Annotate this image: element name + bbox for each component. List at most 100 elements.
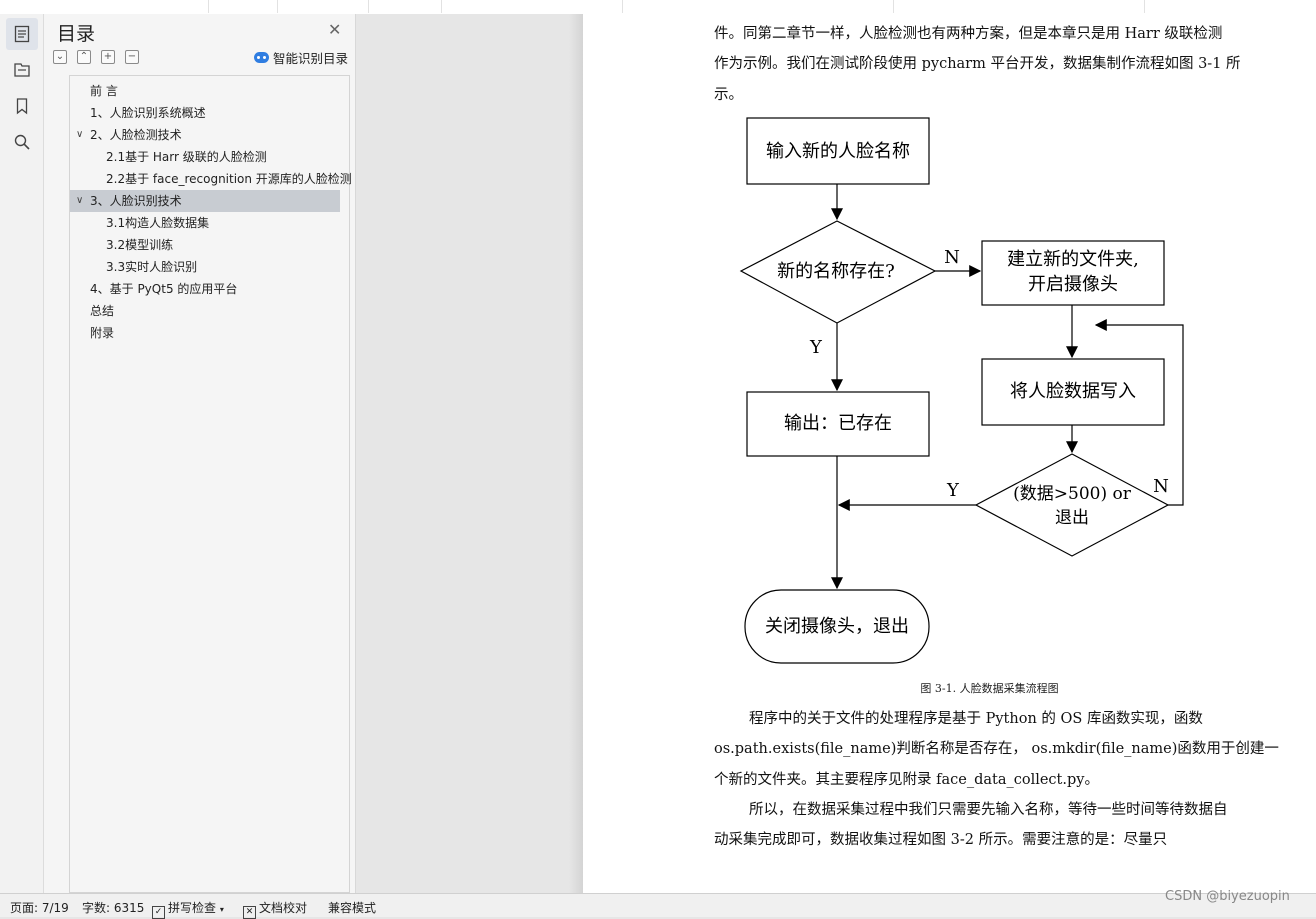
spell-check-label: 拼写检查: [168, 901, 217, 915]
toc-item[interactable]: 2.2基于 face_recognition 开源库的人脸检测: [70, 168, 352, 190]
toc-item-label: 3.1构造人脸数据集: [106, 216, 210, 230]
canvas-gap: [356, 14, 581, 893]
flowchart: 输入新的人脸名称 新的名称存在? 建立新的文件夹, 开启摄像头 将人脸数据写入 …: [739, 117, 1184, 664]
smart-toc-button[interactable]: 智能识别目录: [254, 48, 348, 67]
flow-label-y: Y: [946, 480, 960, 501]
flow-create-text: 建立新的文件夹,: [1007, 249, 1139, 270]
toc-item[interactable]: 总结: [70, 300, 340, 322]
toc-item[interactable]: 附录: [70, 322, 340, 344]
toc-item-label: 4、基于 PyQt5 的应用平台: [90, 282, 238, 296]
paragraph-line: 程序中的关于文件的处理程序是基于 Python 的 OS 库函数实现，函数: [749, 711, 1203, 727]
bookmark-icon: [16, 98, 28, 115]
remove-heading-button[interactable]: −: [125, 50, 139, 64]
figure-caption: 图 3-1. 人脸数据采集流程图: [920, 682, 1059, 695]
toc-toolbar: ⌄ ⌃ + −: [53, 50, 139, 64]
status-bar: 页面: 7/19 字数: 6315 ✓拼写检查 ▾ ✕文档校对 兼容模式: [0, 893, 1316, 919]
flow-write-text: 将人脸数据写入: [1010, 381, 1136, 402]
document-page[interactable]: 件。同第二章节一样，人脸检测也有两种方案，但是本章只是用 Harr 级联检测 作…: [583, 14, 1316, 893]
proofread-label: 文档校对: [259, 901, 308, 915]
search-icon: [14, 134, 30, 150]
flow-end-box: [744, 589, 930, 664]
paragraph-line: 动采集完成即可，数据收集过程如图 3-2 所示。需要注意的是：尽量只: [714, 832, 1168, 848]
left-icon-bar: [0, 14, 44, 893]
toc-item[interactable]: 前 言: [70, 80, 340, 102]
flow-decision-data: [974, 453, 1170, 557]
toc-title: 目录: [57, 23, 96, 45]
flow-decision2-text: 退出: [1055, 508, 1089, 528]
watermark: CSDN @biyezuopin: [1165, 889, 1290, 904]
toc-item[interactable]: 3.1构造人脸数据集: [70, 212, 340, 234]
ruler-segment: [278, 0, 369, 13]
paragraph-line: 个新的文件夹。其主要程序见附录 face_data_collect.py。: [714, 772, 1099, 788]
flow-input-box: [746, 117, 930, 185]
toc-item[interactable]: 4、基于 PyQt5 的应用平台: [70, 278, 340, 300]
page-shadow: [569, 14, 583, 893]
toc-panel-button[interactable]: [6, 18, 38, 50]
bookmark-button[interactable]: [6, 90, 38, 122]
paragraph-line: 件。同第二章节一样，人脸检测也有两种方案，但是本章只是用 Harr 级联检测: [714, 26, 1223, 42]
proofread-button[interactable]: ✕文档校对: [243, 899, 307, 919]
flow-create-text: 开启摄像头: [1028, 274, 1118, 295]
toc-item[interactable]: 2.1基于 Harr 级联的人脸检测: [70, 146, 340, 168]
toc-item-label: 1、人脸识别系统概述: [90, 106, 206, 120]
paragraph-line: 作为示例。我们在测试阶段使用 pycharm 平台开发，数据集制作流程如图 3-…: [714, 56, 1241, 72]
ruler-segment: [369, 0, 442, 13]
toc-item-label: 2.2基于 face_recognition 开源库的人脸检测: [106, 172, 352, 186]
ruler-segment: [623, 0, 894, 13]
checkbox-icon: ✓: [152, 906, 165, 919]
flow-label-n: N: [944, 247, 960, 268]
toc-item-label: 2.1基于 Harr 级联的人脸检测: [106, 150, 267, 164]
toc-item-label: 附录: [90, 326, 115, 340]
flow-input-text: 输入新的人脸名称: [766, 141, 910, 162]
paragraph-line: 示。: [714, 87, 743, 103]
top-ruler-strip: [0, 0, 1316, 15]
toc-item[interactable]: 3.2模型训练: [70, 234, 340, 256]
ruler-segment: [209, 0, 278, 13]
flow-decision2-text: (数据>500) or: [1013, 484, 1132, 504]
add-heading-button[interactable]: +: [101, 50, 115, 64]
flow-decision1-text: 新的名称存在?: [777, 261, 895, 282]
chapter-icon: [14, 63, 30, 77]
close-icon[interactable]: ✕: [328, 20, 342, 39]
toc-item[interactable]: 3.3实时人脸识别: [70, 256, 340, 278]
flow-label-n: N: [1153, 476, 1169, 497]
chevron-down-icon[interactable]: ∨: [76, 129, 84, 140]
compat-mode-label: 兼容模式: [328, 901, 377, 915]
robot-icon: [254, 52, 269, 63]
paragraph-line: os.path.exists(file_name)判断名称是否存在， os.mk…: [714, 741, 1279, 757]
flow-end-text: 关闭摄像头，退出: [765, 616, 909, 637]
outline-icon: [14, 25, 30, 43]
ruler-segment: [0, 0, 209, 13]
toc-item-label: 总结: [90, 304, 115, 318]
toc-item-label: 2、人脸检测技术: [90, 128, 182, 142]
toc-item-label: 3.3实时人脸识别: [106, 260, 198, 274]
smart-toc-label: 智能识别目录: [273, 51, 349, 66]
toc-item-label: 3、人脸识别技术: [90, 194, 182, 208]
flow-label-y: Y: [809, 337, 823, 358]
flow-write-box: [981, 358, 1165, 426]
toc-item[interactable]: 1、人脸识别系统概述: [70, 102, 340, 124]
page-indicator[interactable]: 页面: 7/19: [10, 901, 69, 915]
ruler-segment: [894, 0, 1145, 13]
toc-item[interactable]: ∨ 3、人脸识别技术: [70, 190, 340, 212]
search-button[interactable]: [6, 126, 38, 158]
expand-all-button[interactable]: ⌄: [53, 50, 67, 64]
toc-item-label: 前 言: [90, 84, 118, 98]
toc-item-label: 3.2模型训练: [106, 238, 174, 252]
chapter-nav-button[interactable]: [6, 54, 38, 86]
paragraph-line: 所以，在数据采集过程中我们只需要先输入名称，等待一些时间等待数据自: [749, 802, 1228, 818]
chevron-down-icon: ▾: [219, 905, 224, 914]
flow-loop-arrow: [1094, 319, 1184, 506]
collapse-all-button[interactable]: ⌃: [77, 50, 91, 64]
flow-output-text: 输出：已存在: [784, 413, 892, 434]
flow-create-box: [981, 240, 1165, 306]
toc-panel: 目录 ✕ ⌄ ⌃ + − 智能识别目录 前 言 1、人脸识别系统概述 ∨ 2、人脸检测…: [44, 14, 356, 893]
spell-check-button[interactable]: ✓拼写检查 ▾: [152, 899, 224, 919]
toc-list: 前 言 1、人脸识别系统概述 ∨ 2、人脸检测技术 2.1基于 Harr 级联的人脸检测…: [69, 75, 352, 893]
flow-output-box: [746, 391, 930, 457]
toc-item[interactable]: ∨ 2、人脸检测技术: [70, 124, 340, 146]
chevron-down-icon[interactable]: ∨: [76, 195, 84, 206]
ruler-segment: [442, 0, 623, 13]
word-count[interactable]: 字数: 6315: [82, 901, 145, 915]
proofread-icon: ✕: [243, 906, 256, 919]
